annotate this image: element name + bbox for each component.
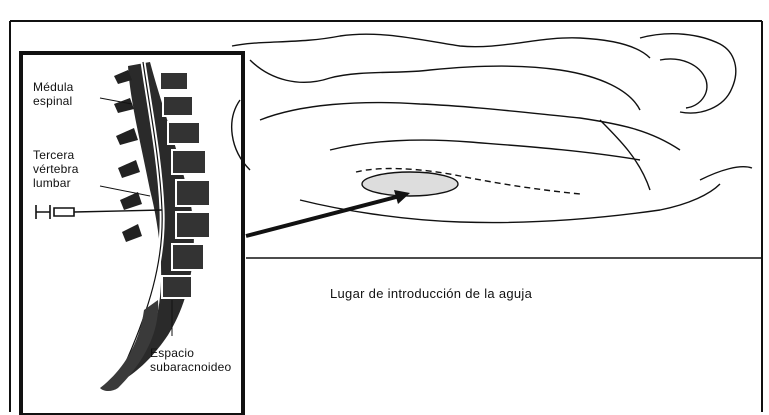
label-espacio-subaracnoideo: Espacio subaracnoideo [150,346,231,374]
caption-lugar-introduccion: Lugar de introducción de la aguja [330,286,532,301]
label-medula-espinal: Médula espinal [33,80,74,108]
patient-figure [232,34,752,223]
label-tercera-vertebra: Tercera vértebra lumbar [33,148,79,190]
pointer-arrow [246,196,400,236]
